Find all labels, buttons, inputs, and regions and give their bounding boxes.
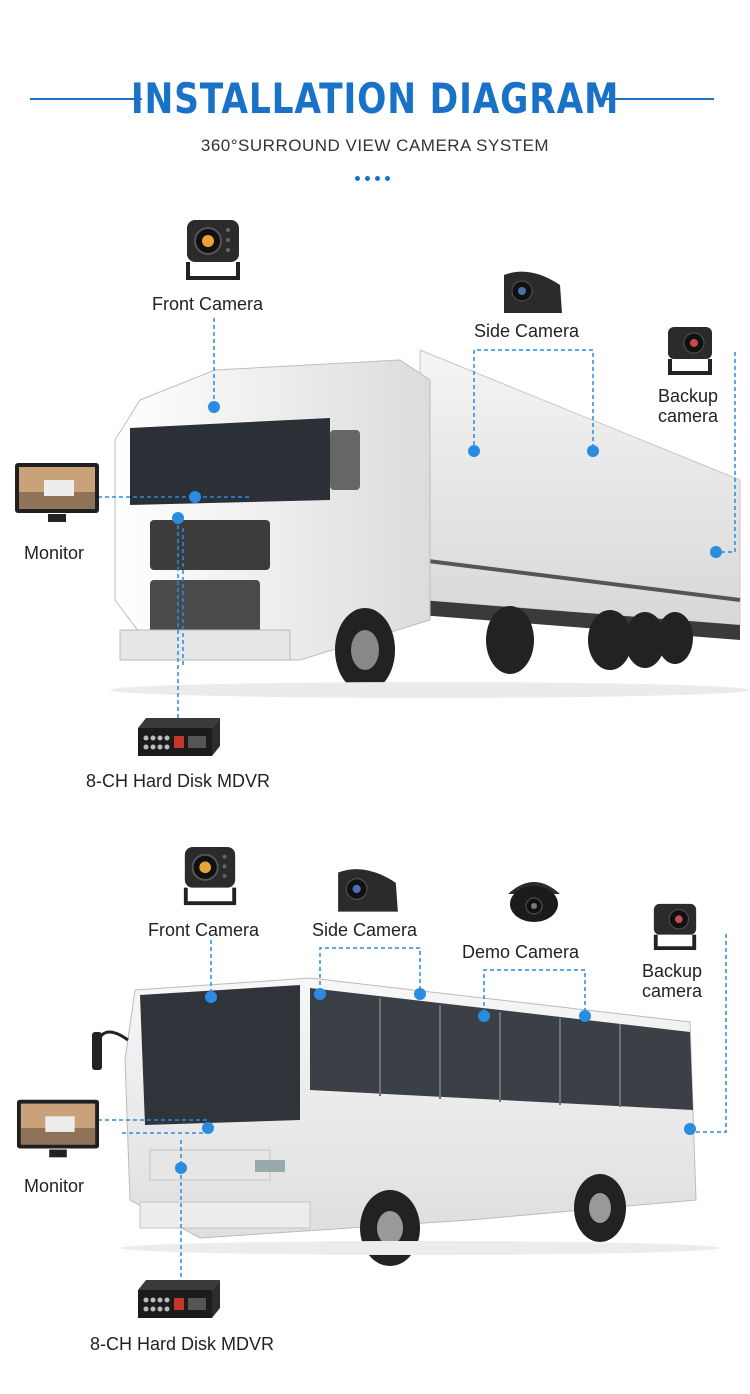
bus-diagram: Front Camera Side Camera Demo Camera Bac…: [0, 810, 750, 1394]
bus-monitor-label: Monitor: [24, 1176, 84, 1197]
bus-monitor-marker: [202, 1122, 214, 1134]
bus-side-camera-marker-1: [314, 988, 326, 1000]
side-camera-icon: [500, 265, 566, 317]
front-camera-icon: [180, 844, 240, 910]
side-camera-icon: [334, 862, 402, 916]
truck-side-camera-marker-1: [468, 445, 480, 457]
truck-backup-camera-label: Backup camera: [646, 386, 730, 426]
bus-backup-label-line2: camera: [630, 981, 714, 1001]
truck-mdvr-label: 8-CH Hard Disk MDVR: [86, 771, 270, 792]
bus-demo-camera-marker-1: [478, 1010, 490, 1022]
truck-diagram: Front Camera Side Camera Backup camera M…: [0, 0, 750, 810]
bus-side-camera-label: Side Camera: [312, 920, 417, 941]
bus-demo-camera-marker-2: [579, 1010, 591, 1022]
mdvr-icon: [138, 1280, 220, 1318]
truck-monitor-label: Monitor: [24, 543, 84, 564]
truck-backup-label-line2: camera: [646, 406, 730, 426]
backup-camera-icon: [650, 900, 700, 952]
bus-backup-camera-label: Backup camera: [630, 961, 714, 1001]
truck-backup-camera-marker: [710, 546, 722, 558]
bus-front-camera-label: Front Camera: [148, 920, 259, 941]
bus-backup-camera-marker: [684, 1123, 696, 1135]
monitor-icon: [16, 1098, 100, 1160]
backup-camera-icon: [664, 323, 716, 377]
truck-front-camera-marker: [208, 401, 220, 413]
bus-side-camera-marker-2: [414, 988, 426, 1000]
front-camera-icon: [182, 218, 244, 284]
truck-image: [0, 0, 750, 810]
truck-monitor-marker: [189, 491, 201, 503]
truck-side-camera-marker-2: [587, 445, 599, 457]
truck-side-camera-label: Side Camera: [474, 321, 579, 342]
monitor-icon: [14, 462, 100, 524]
bus-front-camera-marker: [205, 991, 217, 1003]
truck-backup-label-line1: Backup: [646, 386, 730, 406]
truck-front-camera-label: Front Camera: [152, 294, 263, 315]
truck-mdvr-marker: [172, 512, 184, 524]
bus-mdvr-marker: [175, 1162, 187, 1174]
bus-demo-camera-label: Demo Camera: [462, 942, 579, 963]
mdvr-icon: [138, 718, 220, 756]
bus-backup-label-line1: Backup: [630, 961, 714, 981]
bus-mdvr-label: 8-CH Hard Disk MDVR: [90, 1334, 274, 1355]
dome-camera-icon: [504, 876, 564, 926]
